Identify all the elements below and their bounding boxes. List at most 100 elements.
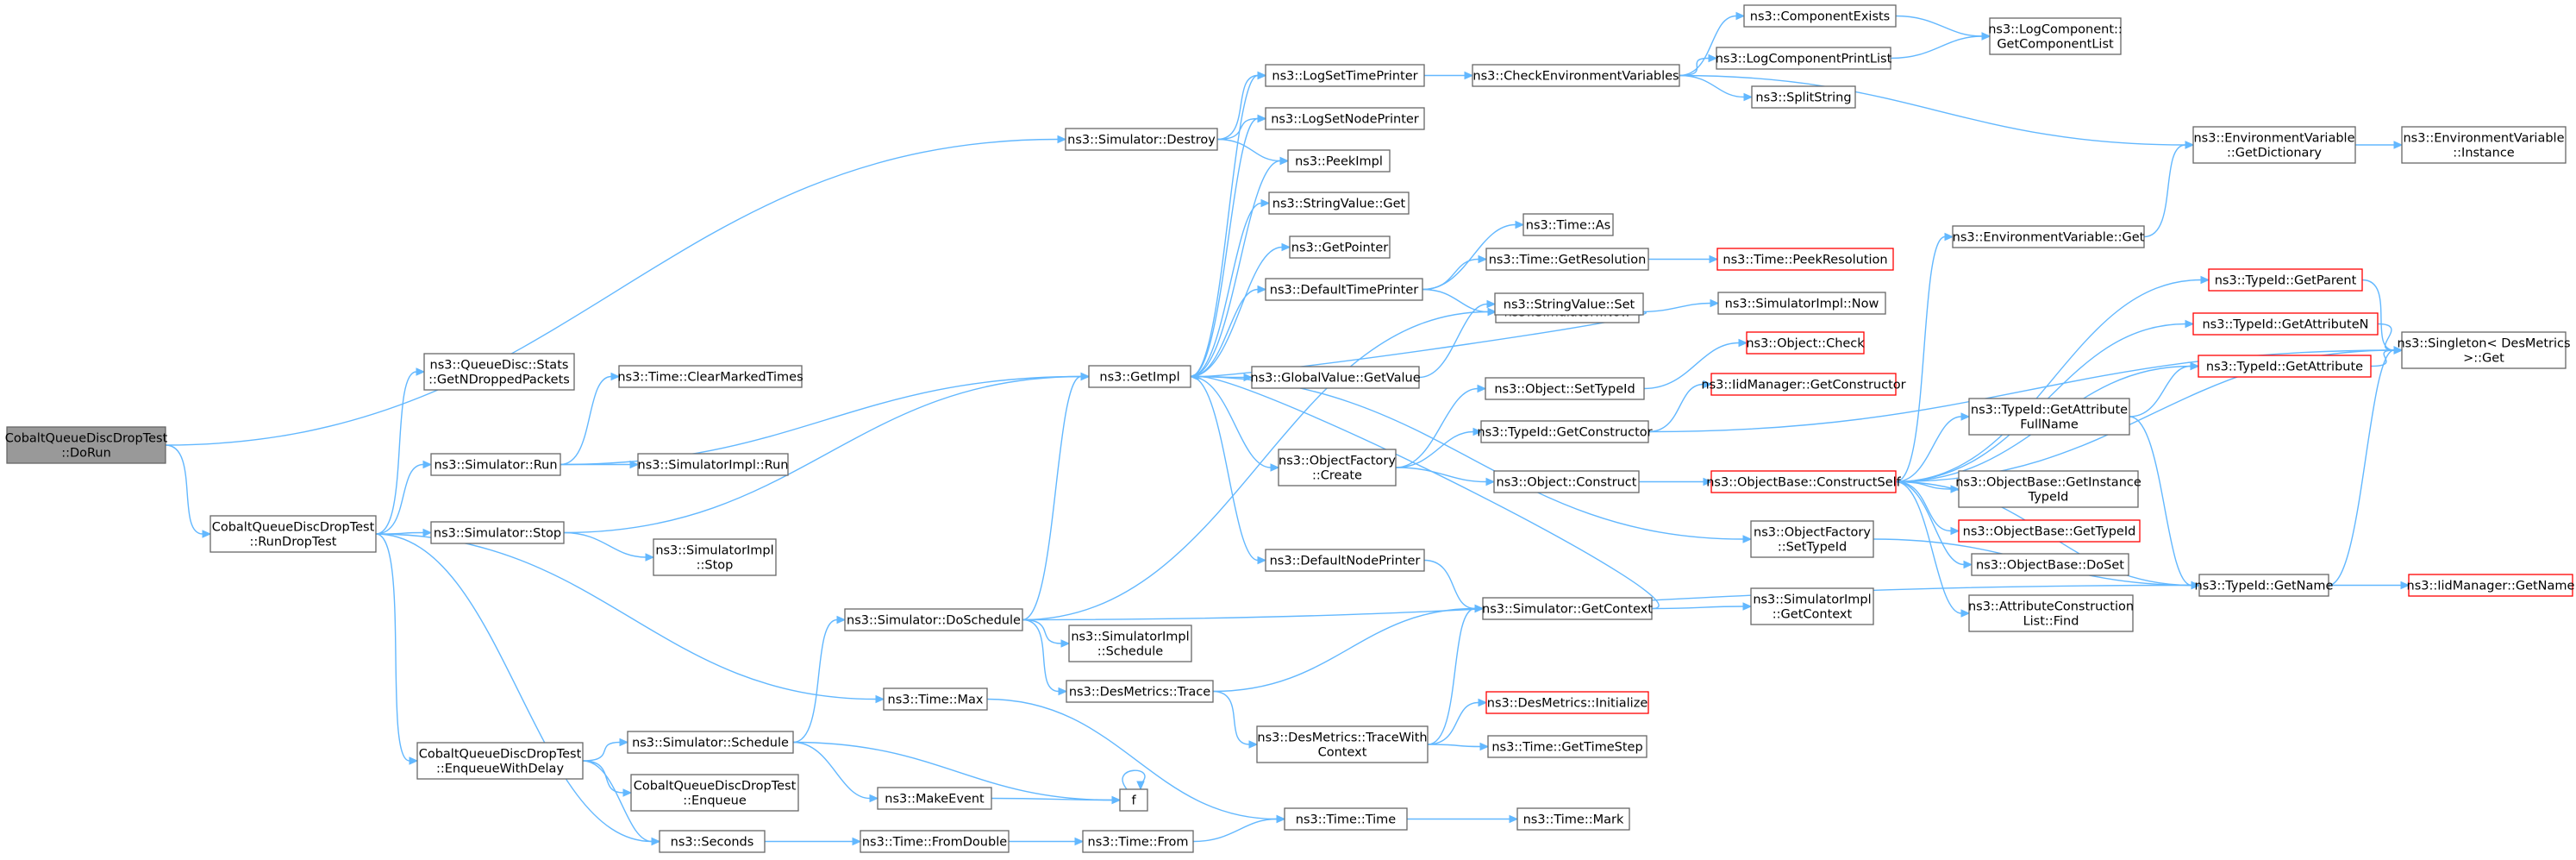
edge-typeIdGetName-to-singletonGet (2328, 346, 2404, 587)
graph-node-peekImpl[interactable]: ns3::PeekImpl (1287, 149, 1391, 173)
graph-node-timeMax[interactable]: ns3::Time::Max (883, 687, 988, 711)
edge-arrowhead (610, 372, 621, 381)
graph-node-simDestroy[interactable]: ns3::Simulator::Destroy (1065, 128, 1218, 151)
graph-node-gvGetValue[interactable]: ns3::GlobalValue::GetValue (1250, 366, 1421, 389)
edge-arrowhead (1981, 32, 1991, 41)
node-box (877, 787, 992, 810)
node-label: ns3::DefaultTimePrinter (1270, 284, 1418, 298)
graph-node-objConstruct[interactable]: ns3::Object::Construct (1493, 470, 1640, 493)
node-label: ns3::Time::From (1088, 836, 1189, 850)
node-box (1268, 191, 1410, 215)
graph-node-typeIdGetCtor[interactable]: ns3::TypeId::GetConstructor (1477, 420, 1653, 443)
graph-node-typeIdGetAttr[interactable]: ns3::TypeId::GetAttribute (2198, 355, 2372, 378)
graph-node-objCheck[interactable]: ns3::Object::Check (1746, 331, 1865, 355)
edge-line (2377, 323, 2395, 351)
edge-arrowhead (1709, 254, 1719, 264)
graph-node-makeEvent[interactable]: ns3::MakeEvent (877, 787, 992, 810)
graph-node-simGetContext[interactable]: ns3::Simulator::GetContext (1482, 597, 1653, 620)
edge-simGetContext-to-getImpl (1189, 372, 1660, 610)
edge-arrowhead (1479, 742, 1490, 751)
edge-line (1422, 288, 1489, 313)
graph-node-objBaseConstruct[interactable]: ns3::ObjectBase::ConstructSelf (1706, 470, 1902, 493)
graph-node-typeIdGetName[interactable]: ns3::TypeId::GetName (2195, 574, 2334, 597)
edge-simDestroy-to-peekImpl (1216, 138, 1290, 166)
graph-node-stats[interactable]: ns3::QueueDisc::Stats::GetNDroppedPacket… (423, 353, 575, 391)
graph-node-runDropTest[interactable]: CobaltQueueDiscDropTest::RunDropTest (209, 515, 377, 553)
graph-node-objFactCreate[interactable]: ns3::ObjectFactory::Create (1278, 449, 1397, 486)
edge-arrowhead (645, 553, 655, 562)
graph-node-checkEnv[interactable]: ns3::CheckEnvironmentVariables (1472, 64, 1680, 87)
edge-line (1190, 246, 1283, 378)
edge-arrowhead (1708, 53, 1718, 63)
graph-node-iidGetName[interactable]: ns3::IidManager::GetName (2407, 574, 2575, 597)
edge-timeFrom-to-timeTime (1192, 814, 1286, 843)
graph-node-fromDouble[interactable]: ns3::Time::FromDouble (860, 830, 1010, 853)
graph-node-simImplNow[interactable]: ns3::SimulatorImpl::Now (1717, 292, 1886, 315)
node-label: ns3::IidManager::GetConstructor (1701, 379, 1905, 392)
graph-node-objFactSetTypeId[interactable]: ns3::ObjectFactory::SetTypeId (1750, 520, 1874, 558)
graph-node-simRun[interactable]: ns3::Simulator::Run (430, 453, 561, 476)
graph-node-singletonGet[interactable]: ns3::Singleton< DesMetrics>::Get (2397, 331, 2571, 369)
edge-line (792, 741, 871, 800)
graph-node-simImplSchedule[interactable]: ns3::SimulatorImpl::Schedule (1068, 625, 1192, 662)
graph-node-simSchedule[interactable]: ns3::Simulator::Schedule (627, 731, 794, 754)
graph-node-objSetTypeId[interactable]: ns3::Object::SetTypeId (1485, 377, 1645, 400)
graph-node-logCompPrint[interactable]: ns3::LogComponentPrintList (1716, 47, 1892, 70)
edge-timeGetRes-to-timePeekRes (1648, 254, 1719, 264)
edge-objBaseConstruct-to-objBaseGetTypeId (1895, 480, 1960, 536)
graph-node-typeIdGetAttrN[interactable]: ns3::TypeId::GetAttributeN (2192, 312, 2379, 336)
graph-node-envVarGetDict[interactable]: ns3::EnvironmentVariable::GetDictionary (2192, 126, 2356, 164)
edge-checkEnv-to-logCompPrint (1679, 53, 1718, 77)
graph-node-timeGetRes[interactable]: ns3::Time::GetResolution (1485, 248, 1649, 271)
graph-node-defTimePrinter[interactable]: ns3::DefaultTimePrinter (1265, 278, 1423, 301)
graph-node-objBaseGetTypeId[interactable]: ns3::ObjectBase::GetTypeId (1958, 519, 2141, 543)
edge-line (792, 741, 1113, 801)
graph-node-strValGet[interactable]: ns3::StringValue::Get (1268, 191, 1410, 215)
graph-node-timeAs[interactable]: ns3::Time::As (1522, 213, 1614, 236)
graph-node-compExists[interactable]: ns3::ComponentExists (1743, 4, 1897, 28)
node-label: ns3::Time::FromDouble (862, 836, 1007, 850)
graph-node-strValSet[interactable]: ns3::StringValue::Set (1494, 292, 1644, 316)
graph-node-typeIdGetParent[interactable]: ns3::TypeId::GetParent (2208, 268, 2363, 292)
graph-node-simStop[interactable]: ns3::Simulator::Stop (430, 521, 565, 544)
node-label: ns3::EnvironmentVariable::Get (1953, 231, 2145, 245)
node-label: ::Schedule (1097, 645, 1163, 659)
graph-node-logCompGetList[interactable]: ns3::LogComponent::GetComponentList (1988, 17, 2123, 55)
graph-node-seconds[interactable]: ns3::Seconds (659, 830, 766, 853)
graph-node-iidGetCtor[interactable]: ns3::IidManager::GetConstructor (1701, 373, 1906, 396)
graph-node-desInit[interactable]: ns3::DesMetrics::Initialize (1485, 691, 1649, 714)
graph-node-envVarGet[interactable]: ns3::EnvironmentVariable::Get (1952, 225, 2145, 248)
graph-node-doSchedule[interactable]: ns3::Simulator::DoSchedule (844, 608, 1023, 631)
graph-node-logSetNode[interactable]: ns3::LogSetNodePrinter (1265, 107, 1425, 130)
graph-node-timeTime[interactable]: ns3::Time::Time (1284, 807, 1408, 831)
edge-line (1395, 467, 1487, 483)
graph-node-simImplGetCtx[interactable]: ns3::SimulatorImpl::GetContext (1750, 587, 1874, 625)
graph-node-getImpl[interactable]: ns3::GetImpl (1088, 365, 1191, 388)
graph-node-enqDelay[interactable]: CobaltQueueDiscDropTest::EnqueueWithDela… (416, 742, 584, 780)
node-box (1494, 292, 1644, 316)
graph-node-enqueue[interactable]: CobaltQueueDiscDropTest::Enqueue (630, 774, 799, 812)
graph-node-timeMark[interactable]: ns3::Time::Mark (1516, 807, 1630, 831)
graph-node-timeFrom[interactable]: ns3::Time::From (1082, 830, 1194, 853)
graph-node-desTrace[interactable]: ns3::DesMetrics::Trace (1066, 680, 1214, 703)
graph-node-timePeekRes[interactable]: ns3::Time::PeekResolution (1716, 248, 1894, 271)
node-box (1516, 807, 1630, 831)
graph-node-getPointer[interactable]: ns3::GetPointer (1289, 235, 1391, 259)
edge-typeIdGetName-to-iidGetName (2328, 581, 2410, 590)
graph-node-simImplStop[interactable]: ns3::SimulatorImpl::Stop (653, 538, 777, 576)
graph-node-objBaseDoSet[interactable]: ns3::ObjectBase::DoSet (1971, 553, 2129, 576)
graph-node-splitString[interactable]: ns3::SplitString (1751, 85, 1856, 109)
graph-node-f[interactable]: f (1119, 788, 1148, 812)
graph-node-logSetTime[interactable]: ns3::LogSetTimePrinter (1265, 64, 1425, 87)
graph-node-clearMarked[interactable]: ns3::Time::ClearMarkedTimes (617, 365, 803, 388)
edge-line (1890, 35, 1983, 60)
graph-node-defNodePrinter[interactable]: ns3::DefaultNodePrinter (1265, 549, 1425, 572)
node-box (630, 774, 799, 812)
graph-node-envVarInstance[interactable]: ns3::EnvironmentVariable::Instance (2401, 126, 2567, 164)
graph-node-timeGetStep[interactable]: ns3::Time::GetTimeStep (1487, 735, 1648, 758)
graph-node-simImplRun[interactable]: ns3::SimulatorImpl::Run (637, 453, 789, 476)
